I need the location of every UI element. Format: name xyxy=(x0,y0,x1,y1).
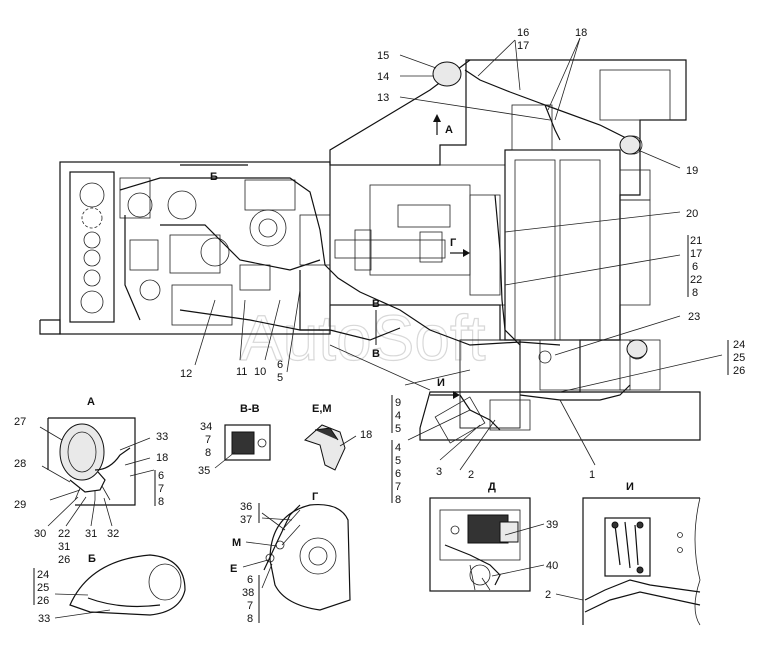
leader-lines xyxy=(194,37,729,471)
callout-17-top: 17 xyxy=(517,40,529,52)
view-mark-A: А xyxy=(445,124,453,136)
detail-B-title: Б xyxy=(88,553,96,565)
detail-I-title: И xyxy=(626,481,634,493)
detail-G-title: Г xyxy=(312,491,319,503)
detail-VV: В-В 34 7 8 35 xyxy=(198,403,271,477)
detail-VV-title: В-В xyxy=(240,403,260,415)
callout-6-A: 6 xyxy=(158,470,164,482)
callout-6-G: 6 xyxy=(247,574,253,586)
callout-10: 10 xyxy=(254,366,266,378)
detail-D: Д 39 40 xyxy=(429,481,558,592)
callout-18-top: 18 xyxy=(575,27,587,39)
callout-12: 12 xyxy=(180,368,192,380)
callout-19: 19 xyxy=(686,165,698,177)
callout-7-b: 7 xyxy=(395,481,401,493)
callout-31: 31 xyxy=(58,541,70,553)
callout-2-I: 2 xyxy=(545,589,551,601)
machine-outline xyxy=(39,59,701,444)
detail-D-title: Д xyxy=(488,481,496,493)
callout-7-VV: 7 xyxy=(205,434,211,446)
callout-5-b: 5 xyxy=(395,455,401,467)
callout-11: 11 xyxy=(236,366,247,378)
callout-8-b: 8 xyxy=(395,494,401,506)
detail-I: И 2 xyxy=(545,481,701,626)
callout-9: 9 xyxy=(395,397,401,409)
callout-36: 36 xyxy=(240,501,252,513)
callout-24-main: 24 xyxy=(733,339,745,351)
callout-25-main: 25 xyxy=(733,352,745,364)
callout-14: 14 xyxy=(377,71,389,83)
callout-28: 28 xyxy=(14,458,26,470)
callout-8-G: 8 xyxy=(247,613,253,625)
callout-5-mid: 5 xyxy=(277,372,283,384)
callout-21: 21 xyxy=(690,235,702,247)
view-mark-V-top: В xyxy=(372,298,380,310)
callout-16: 16 xyxy=(517,27,529,39)
detail-A: А 27 28 29 33 18 6 7 8 30 22 31 26 31 32 xyxy=(14,396,168,566)
callout-39: 39 xyxy=(546,519,558,531)
callout-13: 13 xyxy=(377,92,389,104)
view-mark-E: Е xyxy=(230,563,237,575)
callout-34: 34 xyxy=(200,421,212,433)
detail-G: Г 36 37 М Е 6 38 7 8 xyxy=(230,491,351,625)
callout-26-B: 26 xyxy=(37,595,49,607)
callout-8-VV: 8 xyxy=(205,447,211,459)
callout-8-right: 8 xyxy=(692,287,698,299)
callout-38: 38 xyxy=(242,587,254,599)
view-mark-G: Г xyxy=(450,237,457,249)
detail-A-title: А xyxy=(87,396,95,408)
callout-22-right: 22 xyxy=(690,274,702,286)
callout-32: 32 xyxy=(107,528,119,540)
callout-15: 15 xyxy=(377,50,389,62)
callout-4-a: 4 xyxy=(395,410,401,422)
callout-30: 30 xyxy=(34,528,46,540)
callout-7-G: 7 xyxy=(247,600,253,612)
wiring-harness xyxy=(119,61,648,431)
callout-17-right: 17 xyxy=(690,248,702,260)
callout-31-b: 31 xyxy=(85,528,97,540)
detail-B: Б 24 25 26 33 xyxy=(33,553,186,625)
callout-4-b: 4 xyxy=(395,442,401,454)
callout-1: 1 xyxy=(589,469,595,481)
callout-33-A: 33 xyxy=(156,431,168,443)
callout-35: 35 xyxy=(198,465,210,477)
callout-20: 20 xyxy=(686,208,698,220)
callout-3: 3 xyxy=(436,466,442,478)
callout-37: 37 xyxy=(240,514,252,526)
callout-40: 40 xyxy=(546,560,558,572)
view-mark-V-bottom: В xyxy=(372,348,380,360)
callout-25-B: 25 xyxy=(37,582,49,594)
callout-8-A: 8 xyxy=(158,496,164,508)
detail-EM: Е,М 18 xyxy=(304,403,372,471)
callout-18-A: 18 xyxy=(156,452,168,464)
callout-24-B: 24 xyxy=(37,569,49,581)
callout-26-main: 26 xyxy=(733,365,745,377)
detail-EM-title: Е,М xyxy=(312,403,332,415)
callout-29: 29 xyxy=(14,499,26,511)
callout-6-mid: 6 xyxy=(277,359,283,371)
callout-26-A: 26 xyxy=(58,554,70,566)
callout-6-b: 6 xyxy=(395,468,401,480)
view-mark-B: Б xyxy=(210,171,218,183)
callout-27: 27 xyxy=(14,416,26,428)
callout-7-A: 7 xyxy=(158,483,164,495)
callout-18-EM: 18 xyxy=(360,429,372,441)
main-callouts: 15 14 13 16 17 18 19 20 21 17 6 22 8 23 … xyxy=(180,27,745,506)
callout-22-A: 22 xyxy=(58,528,70,540)
view-mark-I: И xyxy=(437,377,445,389)
callout-23: 23 xyxy=(688,311,700,323)
view-mark-M: М xyxy=(232,537,241,549)
callout-33-B: 33 xyxy=(38,613,50,625)
callout-2-main: 2 xyxy=(468,469,474,481)
callout-6-right: 6 xyxy=(692,261,698,273)
view-markers: А Б Г В В И xyxy=(180,114,470,399)
callout-5-a: 5 xyxy=(395,423,401,435)
